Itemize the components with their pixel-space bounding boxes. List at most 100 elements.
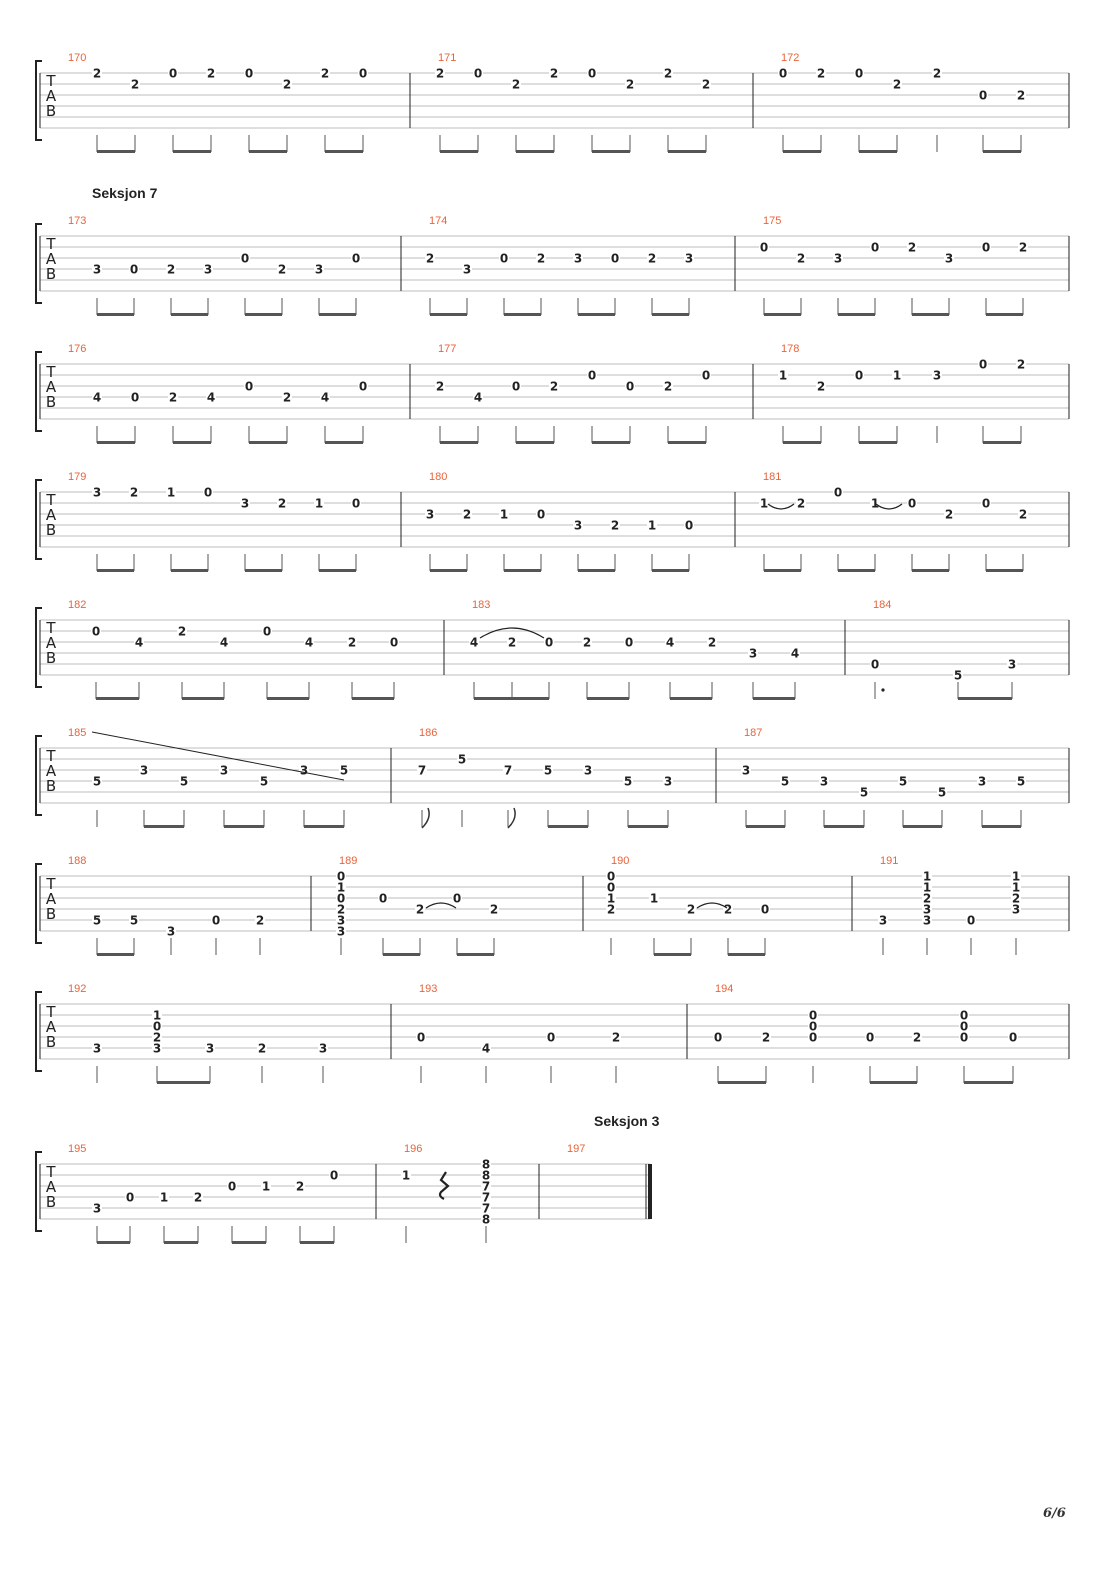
fret-number: 3 — [93, 263, 101, 277]
fret-number: 3 — [879, 914, 887, 928]
fret-number: 0 — [779, 67, 787, 81]
fret-mask — [978, 89, 988, 101]
fret-number: 4 — [321, 391, 329, 405]
fret-mask — [329, 1169, 339, 1181]
fret-mask — [425, 252, 435, 264]
fret-number: 1 — [402, 1169, 410, 1183]
fret-number: 3 — [834, 252, 842, 266]
fret-number: 0 — [512, 380, 520, 394]
fret-mask — [907, 497, 917, 509]
fret-number: 0 — [241, 252, 249, 266]
tab-clef-letter: B — [46, 393, 56, 411]
fret-mask — [389, 636, 399, 648]
fret-mask — [870, 497, 880, 509]
fret-number: 0 — [834, 486, 842, 500]
fret-mask — [347, 636, 357, 648]
beam — [352, 697, 394, 700]
fret-number: 2 — [797, 497, 805, 511]
fret-mask — [611, 1031, 621, 1043]
measure-number: 171 — [438, 52, 456, 64]
beam — [912, 569, 949, 572]
fret-number: 0 — [960, 1031, 968, 1045]
fret-mask — [457, 753, 467, 765]
fret-number: 3 — [93, 486, 101, 500]
fret-number: 3 — [923, 903, 931, 917]
tab-clef-letter: A — [46, 890, 57, 908]
fret-number: 5 — [781, 775, 789, 789]
beam — [504, 569, 541, 572]
beam — [824, 825, 864, 828]
fret-mask — [262, 625, 272, 637]
fret-mask — [244, 67, 254, 79]
beam — [319, 569, 356, 572]
fret-mask — [452, 892, 462, 904]
tab-clef-letter: T — [45, 1003, 56, 1021]
beam — [578, 569, 615, 572]
beam — [578, 313, 615, 316]
fret-mask — [206, 67, 216, 79]
system-bracket — [35, 351, 42, 432]
fret-mask — [1016, 775, 1026, 787]
fret-number: 2 — [296, 1180, 304, 1194]
fret-mask — [152, 1020, 162, 1032]
fret-mask — [780, 775, 790, 787]
fret-mask — [778, 67, 788, 79]
fret-mask — [625, 380, 635, 392]
fret-mask — [870, 658, 880, 670]
fret-number: 0 — [169, 67, 177, 81]
tab-clef-letter: B — [46, 265, 56, 283]
fret-number: 2 — [256, 914, 264, 928]
fret-mask — [219, 764, 229, 776]
fret-mask — [865, 1031, 875, 1043]
fret-number: 0 — [126, 1191, 134, 1205]
fret-number: 2 — [153, 1031, 161, 1045]
fret-number: 0 — [809, 1031, 817, 1045]
fret-number: 0 — [855, 67, 863, 81]
fret-number: 2 — [348, 636, 356, 650]
tab-clef-letter: T — [45, 235, 56, 253]
beam — [912, 313, 949, 316]
beam — [440, 150, 478, 153]
fret-number: 3 — [220, 764, 228, 778]
system-bracket — [35, 479, 42, 560]
fret-mask — [723, 903, 733, 915]
fret-number: 5 — [180, 775, 188, 789]
fret-number: 0 — [245, 380, 253, 394]
fret-number: 4 — [135, 636, 143, 650]
fret-mask — [507, 636, 517, 648]
fret-number: 2 — [167, 263, 175, 277]
fret-mask — [129, 486, 139, 498]
fret-number: 2 — [913, 1031, 921, 1045]
fret-number: 2 — [893, 78, 901, 92]
note-flag — [507, 807, 516, 829]
fret-mask — [168, 67, 178, 79]
fret-mask — [760, 903, 770, 915]
fret-mask — [177, 625, 187, 637]
fret-mask — [203, 486, 213, 498]
beam — [838, 569, 875, 572]
fret-number: 2 — [283, 391, 291, 405]
beam — [249, 150, 287, 153]
fret-mask — [481, 1042, 491, 1054]
fret-number: 3 — [241, 497, 249, 511]
fret-mask — [583, 764, 593, 776]
fret-number: 3 — [685, 252, 693, 266]
fret-mask — [152, 1042, 162, 1054]
beam — [654, 953, 691, 956]
fret-number: 8 — [482, 1158, 490, 1172]
fret-mask — [854, 67, 864, 79]
fret-number: 0 — [761, 903, 769, 917]
fret-number: 2 — [93, 67, 101, 81]
beam — [958, 697, 1012, 700]
fret-mask — [481, 1180, 491, 1192]
fret-mask — [606, 870, 616, 882]
fret-mask — [543, 764, 553, 776]
fret-mask — [663, 67, 673, 79]
fret-mask — [314, 497, 324, 509]
fret-mask — [166, 925, 176, 937]
fret-mask — [257, 1042, 267, 1054]
fret-number: 2 — [537, 252, 545, 266]
fret-mask — [870, 241, 880, 253]
fret-mask — [499, 508, 509, 520]
fret-number: 2 — [130, 486, 138, 500]
